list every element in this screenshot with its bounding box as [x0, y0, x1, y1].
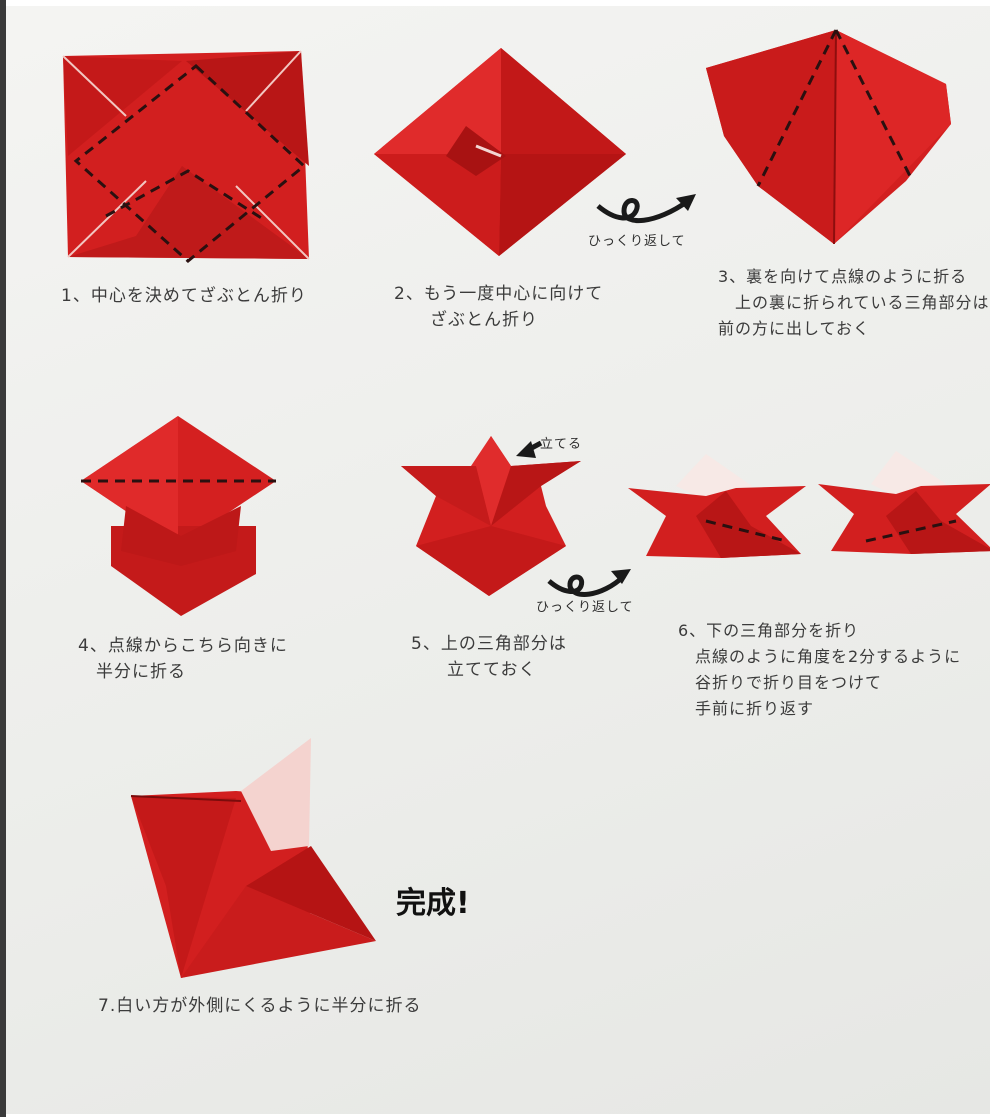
step6-paper-left	[628, 454, 806, 558]
flip-label-1: ひっくり返して	[588, 229, 686, 255]
origami-instruction-photo: 1、中心を決めてざぶとん折り 2、もう一度中心に向けて ざぶとん折り 3、裏を向…	[6, 6, 990, 1114]
step3-paper	[706, 30, 951, 244]
step2-paper	[374, 48, 626, 256]
stand-up-label: 立てる	[540, 432, 582, 458]
step7-caption: 7.白い方が外側にくるように半分に折る	[98, 993, 422, 1019]
flip-arrow-2	[549, 569, 631, 594]
step7-paper	[131, 738, 376, 978]
step6-caption: 6、下の三角部分を折り 点線のように角度を2分するように 谷折りで折り目をつけて…	[678, 618, 961, 722]
step2-caption: 2、もう一度中心に向けて ざぶとん折り	[394, 281, 603, 333]
step5-paper	[401, 436, 581, 596]
step4-caption: 4、点線からこちら向きに 半分に折る	[78, 633, 288, 685]
stand-up-arrow	[516, 441, 541, 458]
step3-caption: 3、裏を向けて点線のように折る 上の裏に折られている三角部分は 前の方に出してお…	[718, 264, 990, 342]
step6-paper-right	[818, 451, 990, 554]
origami-illustrations	[6, 6, 990, 1114]
step1-paper	[63, 51, 309, 261]
complete-label: 完成!	[396, 878, 470, 922]
flip-arrow-1	[598, 194, 696, 221]
step1-caption: 1、中心を決めてざぶとん折り	[61, 283, 307, 309]
step4-paper	[81, 416, 276, 616]
flip-label-2: ひっくり返して	[536, 595, 634, 621]
step5-caption: 5、上の三角部分は 立てておく	[411, 631, 567, 683]
